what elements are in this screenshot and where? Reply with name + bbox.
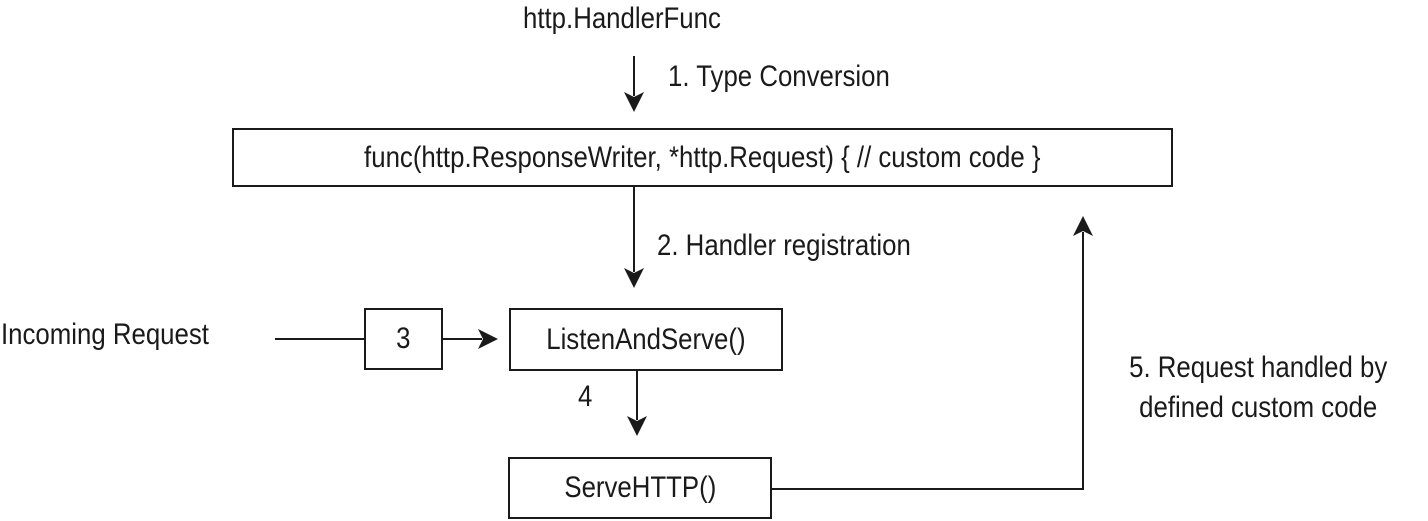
func-signature-text: func(http.ResponseWriter, *http.Request)… — [364, 140, 1041, 174]
serve-http-box: ServeHTTP() — [508, 457, 772, 519]
listen-and-serve-text: ListenAndServe() — [546, 322, 746, 356]
func-signature-box: func(http.ResponseWriter, *http.Request)… — [232, 128, 1173, 187]
step-5-line-2: defined custom code — [1139, 391, 1378, 424]
arrowhead-type-conversion — [624, 92, 644, 112]
incoming-request-label: Incoming Request — [1, 318, 209, 351]
handlerfunc-label: http.HandlerFunc — [523, 2, 721, 35]
arrowhead-handler-registration — [624, 268, 644, 288]
arrow-request-handled — [772, 232, 1084, 490]
arrowhead-step-4 — [627, 416, 647, 436]
step-3-box: 3 — [364, 308, 443, 370]
serve-http-text: ServeHTTP() — [564, 471, 716, 504]
step-1-label: 1. Type Conversion — [668, 60, 890, 93]
listen-and-serve-box: ListenAndServe() — [509, 308, 783, 371]
arrowhead-request-handled — [1073, 216, 1093, 236]
arrowhead-step-3 — [478, 329, 498, 349]
step-2-label: 2. Handler registration — [657, 229, 911, 262]
step-4-label: 4 — [578, 380, 593, 413]
step-3-text: 3 — [396, 322, 411, 355]
step-5-line-1: 5. Request handled by — [1129, 351, 1388, 384]
step-5-label: 5. Request handled by defined custom cod… — [1112, 348, 1404, 428]
